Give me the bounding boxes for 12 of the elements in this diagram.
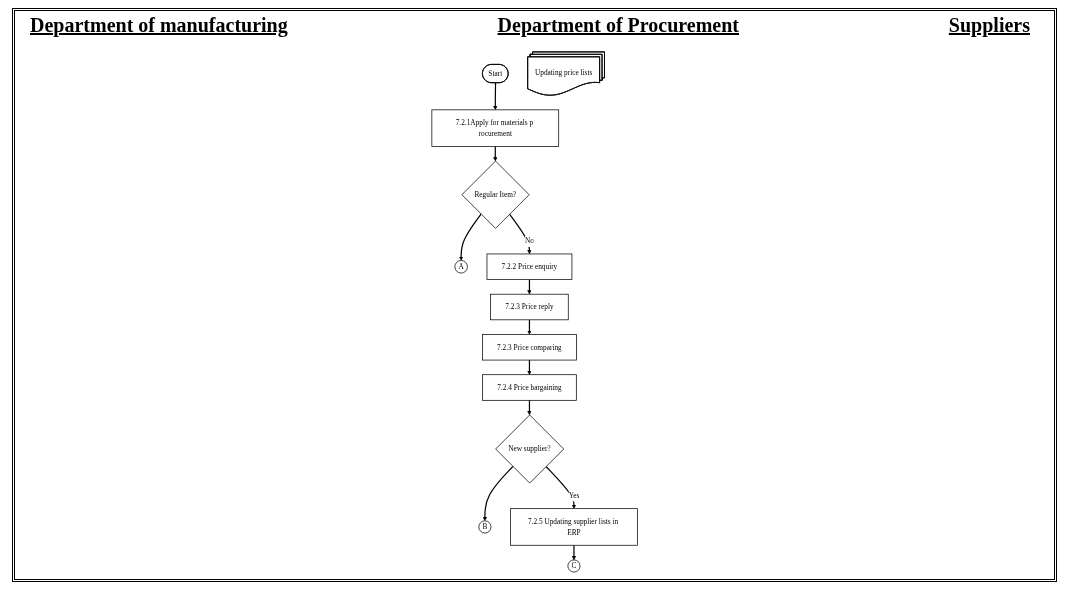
arrow (572, 544, 577, 561)
lane-heading: Department of manufacturing (30, 14, 288, 37)
arrow (527, 359, 532, 375)
arrow (509, 213, 532, 255)
arrow (483, 465, 514, 522)
arrow (545, 465, 577, 509)
arrow (527, 278, 532, 295)
lane-heading: Department of Procurement (497, 14, 739, 37)
arrow (459, 213, 483, 261)
arrow (493, 82, 498, 111)
lane-heading: Suppliers (948, 14, 1030, 37)
arrow (527, 319, 532, 335)
